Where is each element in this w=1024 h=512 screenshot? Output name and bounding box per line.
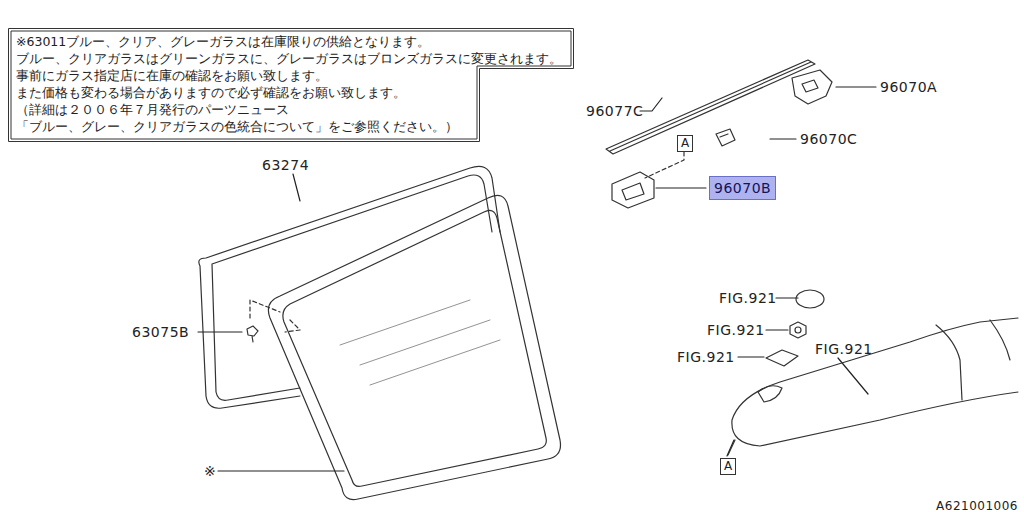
- part-number: 96077C: [586, 103, 643, 119]
- part-number: 96070A: [880, 79, 937, 95]
- nut: [790, 322, 806, 338]
- note-line: 「ブルー、グレー、クリアガラスの色統合について」をご参照ください。）: [16, 118, 566, 135]
- note-box: ※63011ブルー、クリア、グレーガラスは在庫限りの供給となります。ブルー、クリ…: [8, 28, 574, 142]
- note-line: （詳細は２００６年７月発行のパーツニュース: [16, 101, 566, 118]
- dashed-leader: [645, 152, 684, 178]
- clip-63075b: [247, 326, 258, 342]
- glass-seal: [199, 166, 500, 408]
- bracket-96070b: [612, 172, 654, 208]
- figure-reference: FIG.921: [707, 322, 765, 338]
- box-text: A: [681, 137, 689, 150]
- rear-spoiler: [728, 318, 1018, 455]
- leader-lines: [198, 87, 876, 471]
- note-border: [9, 29, 574, 142]
- note-line: 事前にガラス指定店に在庫の確認をお願い致します。: [16, 67, 566, 84]
- highlighted-part-number: 96070B: [709, 176, 776, 200]
- note-line: また価格も変わる場合がありますので必ず確認をお願い致します。: [16, 84, 566, 101]
- note-marker: ※: [204, 463, 216, 479]
- diagram-code: A621001006: [936, 499, 1018, 512]
- cap: [796, 290, 824, 308]
- rear-glass-inner: [283, 210, 546, 486]
- rear-glass: [268, 195, 560, 499]
- box-text: 96070B: [714, 179, 771, 197]
- spoiler-hole: [758, 386, 782, 402]
- nut-hole: [795, 327, 801, 333]
- part-number: 63274: [262, 157, 309, 173]
- note-border: [11, 31, 571, 139]
- figure-reference: FIG.921: [719, 290, 777, 306]
- figure-reference: FIG.921: [815, 341, 873, 357]
- box-text: A: [724, 460, 732, 473]
- reference-box: A: [720, 458, 736, 475]
- part-number: 63075B: [132, 324, 189, 340]
- figure-reference: FIG.921: [677, 349, 735, 365]
- note-line: ※63011ブルー、クリア、グレーガラスは在庫限りの供給となります。: [16, 33, 566, 50]
- part-number: 96070C: [800, 131, 857, 147]
- dashed-bracket: [250, 300, 300, 332]
- washer: [766, 350, 798, 366]
- clip-96070c: [716, 129, 735, 146]
- note-line: ブルー、クリアガラスはグリーンガラスに、グレーガラスはブロンズガラスに変更されま…: [16, 50, 566, 67]
- glass-seal-inner: [212, 175, 492, 400]
- reference-box: A: [677, 135, 693, 152]
- defogger-lines: [340, 300, 500, 385]
- clip-96070a: [792, 70, 832, 104]
